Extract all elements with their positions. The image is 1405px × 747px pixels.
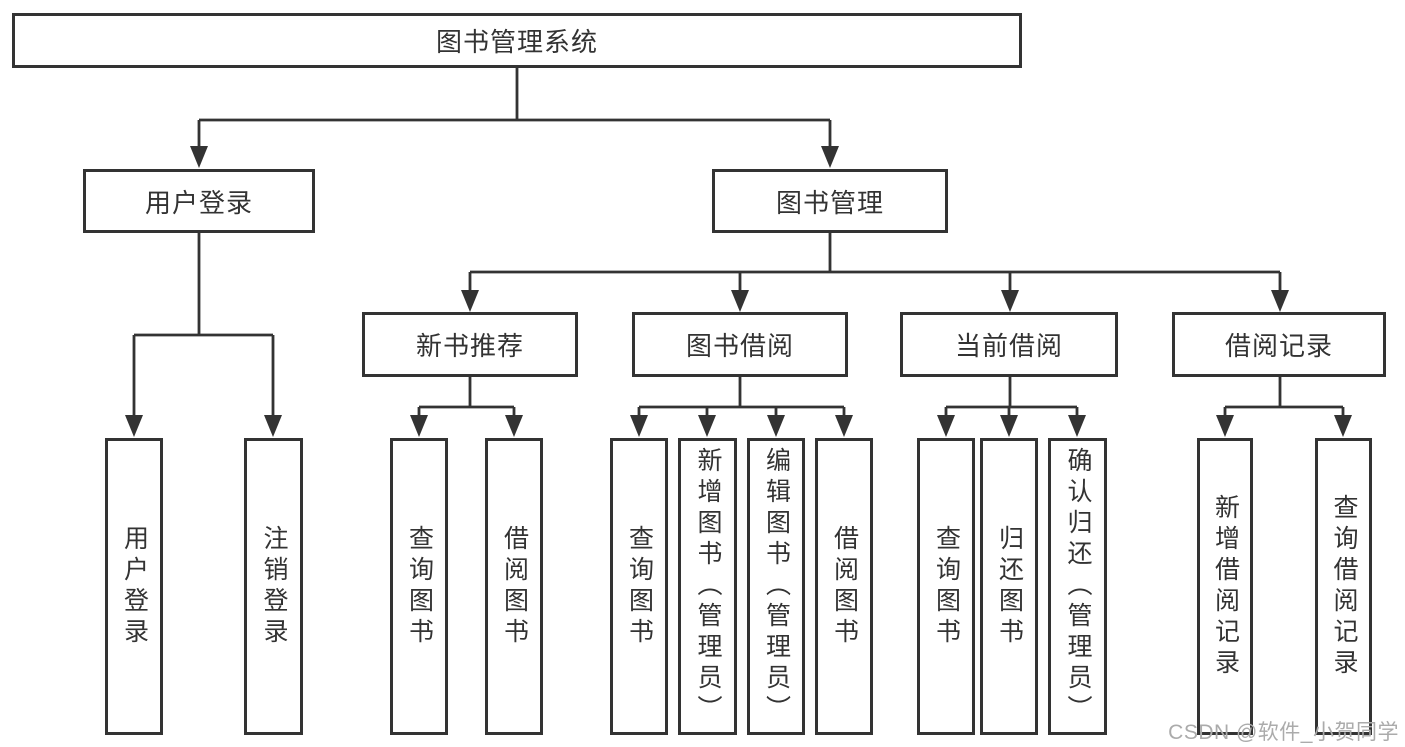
node-new-book-recommend: 新书推荐 (362, 312, 578, 377)
leaf-label: 归还图书 (995, 524, 1024, 649)
node-label: 当前借阅 (954, 331, 1063, 361)
leaf-confirm-return-admin: 确认归还（管理员） (1048, 438, 1107, 735)
leaf-label: 编辑图书（管理员） (762, 447, 791, 726)
node-borrowing-records: 借阅记录 (1172, 312, 1386, 377)
node-book-borrowing: 图书借阅 (632, 312, 848, 377)
arrowhead-icons (125, 146, 1352, 437)
node-label: 图书管理系统 (435, 27, 598, 57)
leaf-label: 查询借阅记录 (1330, 493, 1358, 680)
node-label: 用户登录 (144, 187, 253, 218)
node-label: 图书借阅 (685, 331, 794, 361)
leaf-query-borrow-record: 查询借阅记录 (1315, 438, 1372, 735)
leaf-label: 确认归还（管理员） (1064, 447, 1092, 726)
leaf-add-book-admin: 新增图书（管理员） (678, 438, 737, 735)
leaf-label: 查询图书 (405, 524, 434, 649)
leaf-label: 借阅图书 (830, 524, 859, 649)
watermark: CSDN @软件_小贺同学 (1168, 721, 1399, 744)
leaf-logout: 注销登录 (244, 438, 303, 735)
leaf-return-books: 归还图书 (980, 438, 1038, 735)
leaf-add-borrow-record: 新增借阅记录 (1197, 438, 1253, 735)
node-root: 图书管理系统 (12, 13, 1022, 68)
node-label: 借阅记录 (1224, 331, 1333, 361)
leaf-query-books-recommend: 查询图书 (390, 438, 448, 735)
node-current-borrowing: 当前借阅 (900, 312, 1118, 377)
node-user-login: 用户登录 (83, 169, 315, 233)
leaf-label: 查询图书 (932, 524, 961, 649)
leaf-edit-book-admin: 编辑图书（管理员） (747, 438, 805, 735)
leaf-label: 注销登录 (260, 524, 288, 649)
leaf-label: 借阅图书 (500, 524, 529, 649)
leaf-label: 新增图书（管理员） (694, 447, 722, 726)
node-label: 图书管理 (775, 187, 884, 218)
node-book-management: 图书管理 (712, 169, 948, 233)
leaf-label: 用户登录 (120, 524, 149, 649)
leaf-query-books-current: 查询图书 (917, 438, 975, 735)
leaf-label: 查询图书 (625, 524, 654, 649)
node-label: 新书推荐 (415, 331, 524, 361)
leaf-label: 新增借阅记录 (1211, 493, 1240, 680)
leaf-borrow-books-recommend: 借阅图书 (485, 438, 543, 735)
leaf-user-login: 用户登录 (105, 438, 163, 735)
leaf-query-books-borrowing: 查询图书 (610, 438, 668, 735)
leaf-borrow-books: 借阅图书 (815, 438, 873, 735)
